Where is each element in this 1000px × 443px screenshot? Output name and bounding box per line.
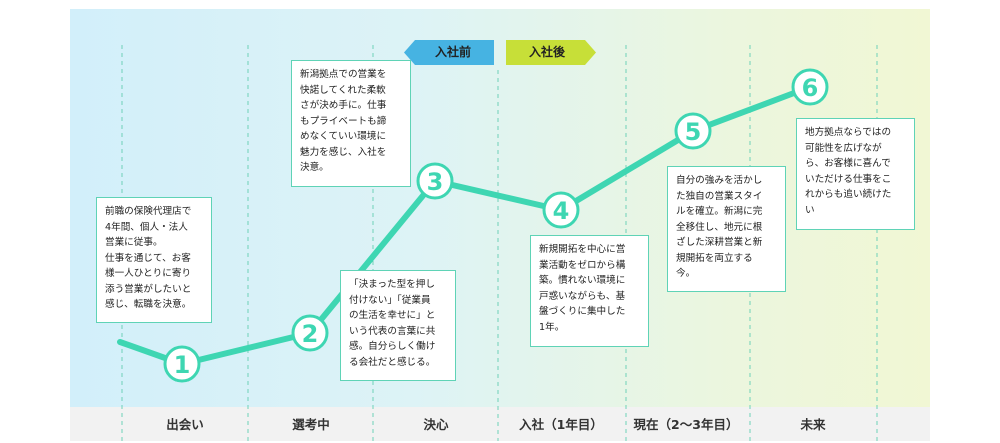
milestone-marker-5: 5 bbox=[674, 112, 712, 150]
column-label-encounter: 出会い bbox=[166, 417, 204, 432]
timeline-background bbox=[70, 9, 930, 407]
milestone-number-6: 6 bbox=[802, 74, 819, 102]
milestone-5-description: 自分の強みを活かし た独自の営業スタイ ルを確立。新潟に完 全移住し、地元に根 … bbox=[667, 166, 786, 292]
after-joining-tag: 入社後 bbox=[506, 40, 596, 65]
timeline-footer: 出会い 選考中 決心 入社（1年目） 現在（2〜3年目） 未来 bbox=[70, 407, 930, 441]
milestone-6-description: 地方拠点ならではの 可能性を広げなが ら、お客様に喜んで いただける仕事をこ れ… bbox=[796, 118, 915, 230]
milestone-number-5: 5 bbox=[685, 118, 702, 146]
column-label-future: 未来 bbox=[800, 417, 826, 432]
milestone-number-4: 4 bbox=[553, 197, 570, 225]
column-label-present: 現在（2〜3年目） bbox=[633, 417, 739, 432]
milestone-number-2: 2 bbox=[302, 320, 319, 348]
milestone-marker-1: 1 bbox=[163, 345, 201, 383]
milestone-number-1: 1 bbox=[174, 351, 191, 379]
milestone-marker-4: 4 bbox=[542, 191, 580, 229]
milestone-marker-2: 2 bbox=[291, 314, 329, 352]
milestone-3-description: 新潟拠点での営業を 快諾してくれた柔軟 さが決め手に。仕事 もプライベートも諦 … bbox=[291, 60, 411, 187]
column-label-decision: 決心 bbox=[423, 417, 449, 432]
milestone-marker-6: 6 bbox=[791, 68, 829, 106]
milestone-marker-3: 3 bbox=[416, 162, 454, 200]
milestone-4-description: 新規開拓を中心に営 業活動をゼロから構 築。慣れない環境に 戸惑いながらも、基 … bbox=[530, 235, 649, 347]
column-label-joining: 入社（1年目） bbox=[519, 417, 603, 432]
milestone-number-3: 3 bbox=[427, 168, 444, 196]
milestone-1-description: 前職の保険代理店で 4年間、個人・法人 営業に従事。 仕事を通じて、お客 様一人… bbox=[96, 197, 212, 323]
before-joining-tag: 入社前 bbox=[404, 40, 494, 65]
milestone-2-description: 「決まった型を押し 付けない」「従業員 の生活を幸せに」と いう代表の言葉に共 … bbox=[340, 270, 456, 381]
column-label-selection: 選考中 bbox=[292, 417, 330, 432]
